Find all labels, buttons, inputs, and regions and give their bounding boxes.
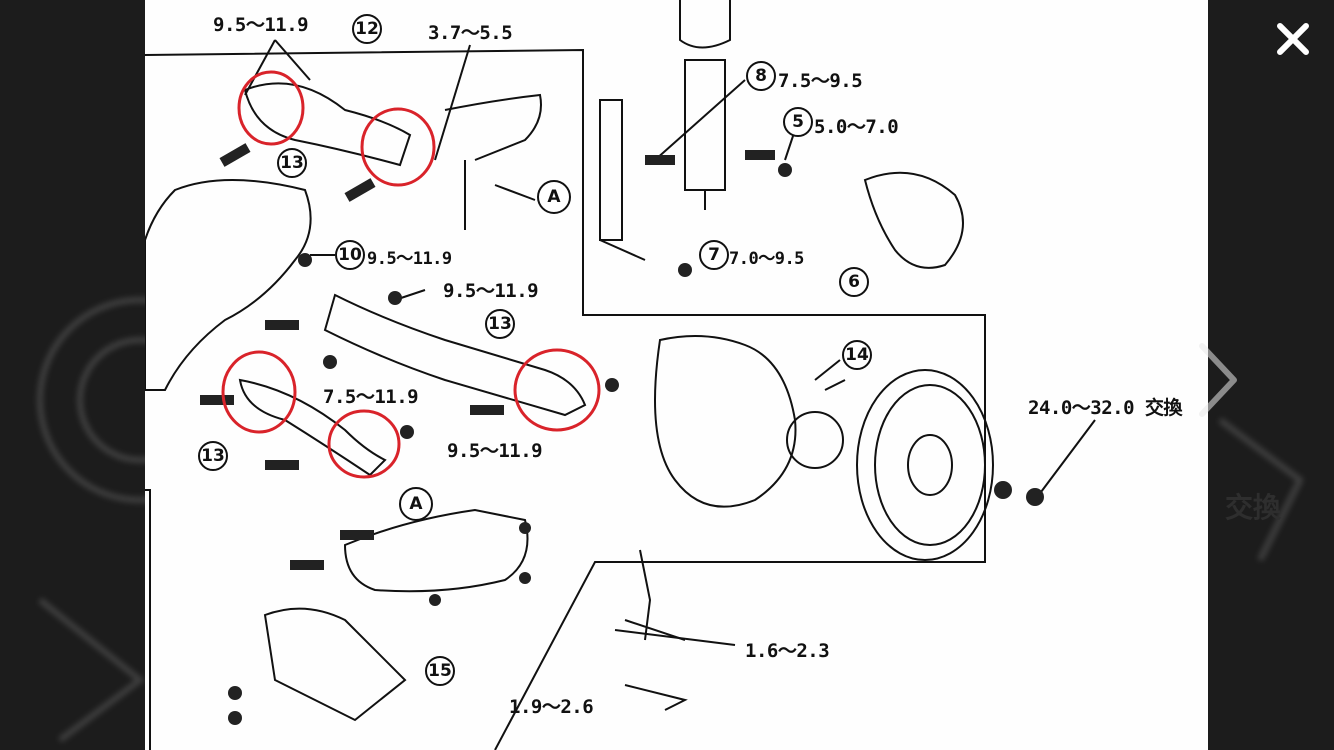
part-callout: 6: [839, 267, 869, 297]
part-callout: A: [399, 487, 433, 521]
torque-label: 9.5～11.9: [367, 249, 452, 269]
part-callout: 14: [842, 340, 872, 370]
torque-label: 7.0～9.5: [729, 249, 804, 269]
torque-label: 3.7～5.5: [428, 22, 513, 44]
torque-label: 1.9～2.6: [509, 696, 594, 718]
part-callout: 5: [783, 107, 813, 137]
part-callout: 10: [335, 240, 365, 270]
torque-label: 9.5～11.9: [213, 14, 309, 36]
torque-label: 7.5～9.5: [778, 70, 863, 92]
suspension-diagram: [145, 0, 1096, 750]
part-callout: 13: [485, 309, 515, 339]
part-callout: A: [537, 180, 571, 214]
bg-fragment-2: 交換: [1225, 491, 1282, 524]
torque-label: 7.5～11.9: [323, 386, 419, 408]
next-image-button[interactable]: [1192, 340, 1246, 420]
torque-label: 9.5～11.9: [447, 440, 543, 462]
part-callout: 7: [699, 240, 729, 270]
image-viewer[interactable]: 9.5～11.9 3.7～5.5 7.5～9.5 5.0～7.0 9.5～11.…: [145, 0, 1208, 750]
part-callout: 13: [198, 441, 228, 471]
part-callout: 8: [746, 61, 776, 91]
torque-label: 24.0～32.0 交換: [1028, 397, 1182, 419]
part-callout: 15: [425, 656, 455, 686]
part-callout: 13: [277, 148, 307, 178]
torque-label: 5.0～7.0: [814, 116, 899, 138]
torque-label: 1.6～2.3: [745, 640, 830, 662]
torque-label: 9.5～11.9: [443, 280, 539, 302]
close-icon: [1277, 23, 1309, 55]
part-callout: 12: [352, 14, 382, 44]
close-button[interactable]: [1270, 16, 1316, 62]
chevron-right-icon: [1199, 343, 1237, 417]
